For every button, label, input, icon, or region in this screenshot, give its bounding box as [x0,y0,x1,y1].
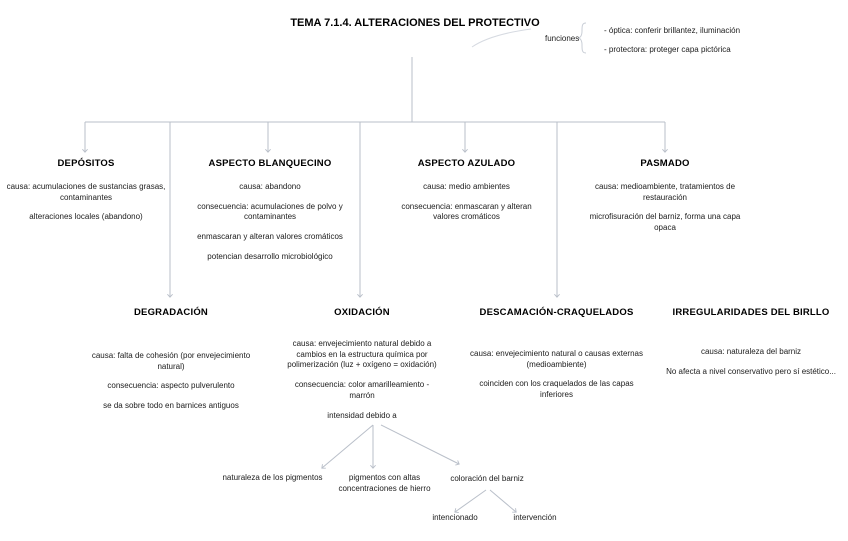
node-degradacion: DEGRADACIÓN causa: falta de cohesión (po… [82,307,260,412]
funciones-item-protectora: - protectora: proteger capa pictórica [604,45,731,54]
node-aspecto-blanquecino: ASPECTO BLANQUECINO causa: abandono cons… [185,158,355,263]
node-aspecto-azulado: ASPECTO AZULADO causa: medio ambientes c… [395,158,538,223]
leaf-intervencion: intervención [513,513,557,522]
node-descamacion-craquelados-line-2: coinciden con los craquelados de las cap… [479,379,634,400]
node-depositos: DEPÓSITOS causa: acumulaciones de sustan… [5,158,167,223]
funciones-item-optica: - óptica: conferir brillantez, iluminaci… [604,26,741,35]
node-oxidacion-line-1: causa: envejecimiento natural debido a c… [287,338,437,370]
node-depositos-line-1: causa: acumulaciones de sustancias grasa… [6,181,166,202]
node-irregularidades-del-birllo-title: IRREGULARIDADES DEL BIRLLO [672,307,830,318]
node-descamacion-craquelados-line-1: causa: envejecimiento natural o causas e… [470,348,643,369]
page-title: TEMA 7.1.4. ALTERACIONES DEL PROTECTIVO [290,16,540,31]
node-degradacion-title: DEGRADACIÓN [134,307,208,318]
leaf-intencionado: intencionado [432,513,478,522]
node-aspecto-blanquecino-line-1: causa: abandono [239,181,301,191]
leaf-naturaleza-de-los-pigmentos: naturaleza de los pigmentos [222,473,323,482]
node-pasmado-line-2: microfisuración del barniz, forma una ca… [589,212,741,233]
node-oxidacion-line-3: intensidad debido a [327,410,397,420]
leaf-pigmentos-altas-concentraciones-hierro: pigmentos con altas concentraciones de h… [338,473,431,493]
node-pasmado-title: PASMADO [640,158,690,169]
node-aspecto-blanquecino-line-2: consecuencia: acumulaciones de polvo y c… [197,201,343,222]
main-title-text: TEMA 7.1.4. ALTERACIONES DEL PROTECTIVO [290,17,540,29]
node-irregularidades-del-birllo: IRREGULARIDADES DEL BIRLLO causa: natura… [660,307,842,377]
node-aspecto-azulado-line-2: consecuencia: enmascaran y alteran valor… [401,201,532,222]
node-descamacion-craquelados-title: DESCAMACIÓN-CRAQUELADOS [479,307,634,318]
node-pasmado: PASMADO causa: medioambiente, tratamient… [587,158,743,234]
node-depositos-line-2: alteraciones locales (abandono) [29,212,143,222]
node-pasmado-line-1: causa: medioambiente, tratamientos de re… [594,181,736,202]
node-descamacion-craquelados: DESCAMACIÓN-CRAQUELADOS causa: envejecim… [469,307,644,401]
node-depositos-title: DEPÓSITOS [57,158,115,169]
node-aspecto-azulado-line-1: causa: medio ambientes [423,181,510,191]
node-aspecto-azulado-title: ASPECTO AZULADO [417,158,516,169]
node-oxidacion: OXIDACIÓN causa: envejecimiento natural … [287,307,437,422]
node-degradacion-line-3: se da sobre todo en barnices antiguos [103,401,239,411]
leaf-coloracion-del-barniz: coloración del barniz [450,474,524,483]
node-oxidacion-line-2: consecuencia: color amarilleamiento - ma… [294,380,430,401]
node-aspecto-blanquecino-line-3: enmascaran y alteran valores cromáticos [197,232,343,242]
node-aspecto-blanquecino-line-4: potencian desarrollo microbiológico [207,252,333,262]
node-degradacion-line-1: causa: falta de cohesión (por envejecimi… [91,350,251,371]
node-irregularidades-del-birllo-line-1: causa: naturaleza del barniz [700,346,802,356]
node-aspecto-blanquecino-title: ASPECTO BLANQUECINO [208,158,332,169]
funciones-label: funciones [545,34,580,43]
node-degradacion-line-2: consecuencia: aspecto pulverulento [107,381,235,391]
node-oxidacion-title: OXIDACIÓN [334,307,390,318]
node-irregularidades-del-birllo-line-2: No afecta a nivel conservativo pero sí e… [666,366,836,376]
